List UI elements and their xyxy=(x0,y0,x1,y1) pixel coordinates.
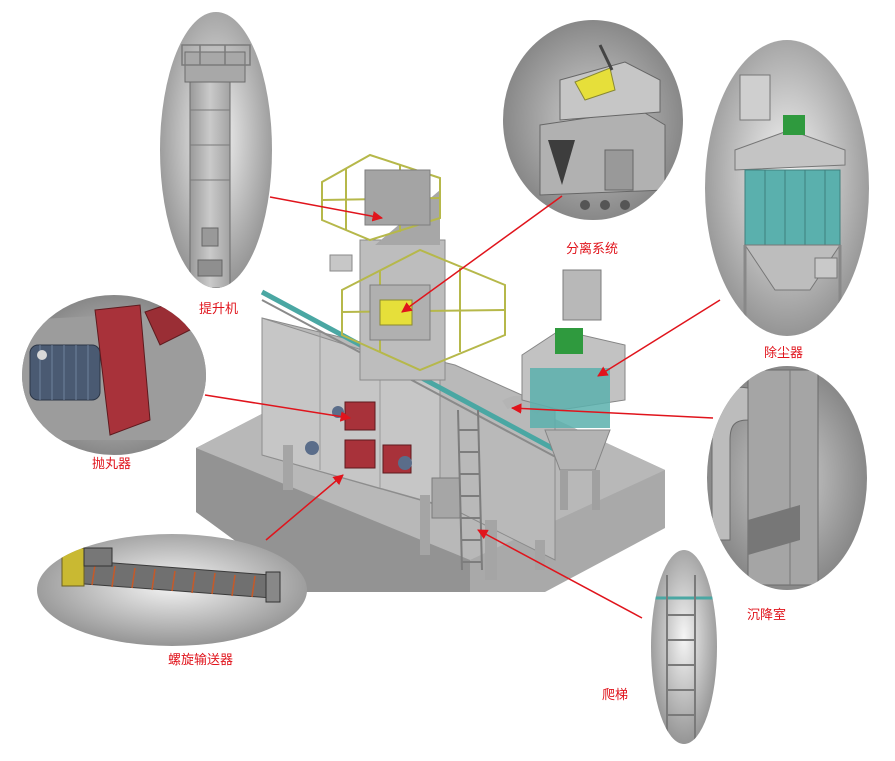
dust-collector-unit xyxy=(521,269,626,510)
label-ladder: 爬梯 xyxy=(602,688,629,703)
callout-arrows xyxy=(204,195,721,619)
label-screw-conveyor: 螺旋输送器 xyxy=(168,653,234,668)
inset-screw-conveyor xyxy=(37,534,307,646)
arrow-settling-chamber xyxy=(510,403,714,419)
inset-separator xyxy=(503,20,683,220)
inset-blast-wheel xyxy=(22,295,206,455)
label-dust-collector: 除尘器 xyxy=(764,346,804,361)
label-settling-chamber: 沉降室 xyxy=(747,608,787,623)
label-blast-wheel: 抛丸器 xyxy=(92,457,132,472)
chamber-door xyxy=(431,477,461,519)
front-ladder xyxy=(457,409,483,571)
arrow-separator xyxy=(401,195,563,313)
label-elevator: 提升机 xyxy=(199,302,239,317)
blast-wheel-units xyxy=(305,401,412,474)
arrow-dust-collector xyxy=(597,299,721,377)
inset-dust-collector xyxy=(705,40,869,336)
main-machine xyxy=(196,153,665,592)
inset-elevator xyxy=(160,12,272,288)
inset-ladder xyxy=(651,550,717,744)
arrow-ladder xyxy=(477,529,643,619)
arrow-blast-wheel xyxy=(204,394,352,422)
inset-settling-chamber xyxy=(707,366,867,590)
label-separator: 分离系统 xyxy=(566,242,619,257)
arrow-elevator xyxy=(269,196,384,222)
arrow-screw-conveyor xyxy=(265,474,344,541)
